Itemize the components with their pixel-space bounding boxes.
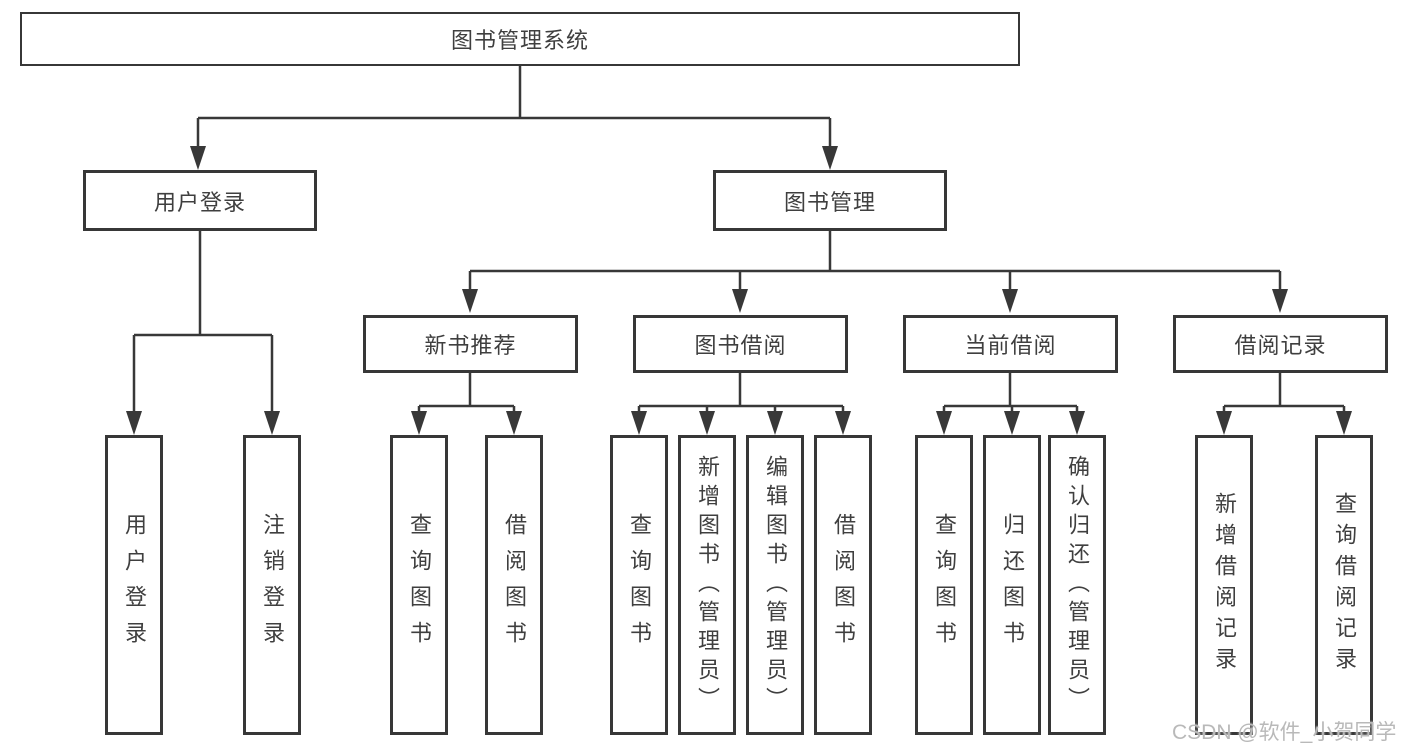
node-library-management-system: 图书管理系统 [20,12,1020,66]
node-label: 新书推荐 [424,333,517,358]
leaf-borrow-books-recommend: 借阅图书 [485,435,543,735]
leaf-query-books-current: 查询图书 [915,435,973,735]
node-current-borrow: 当前借阅 [903,315,1118,373]
leaf-query-books-borrow: 查询图书 [610,435,668,735]
leaf-add-books-admin: 新增图书（管理员） [678,435,736,735]
node-new-book-recommend: 新书推荐 [363,315,578,373]
node-label: 图书借阅 [694,333,787,358]
leaf-label: 注销登录 [260,513,285,657]
leaf-query-books-recommend: 查询图书 [390,435,448,735]
leaf-edit-books-admin: 编辑图书（管理员） [746,435,804,735]
arrowheads [126,146,1352,435]
leaf-label: 用户登录 [122,513,147,657]
leaf-add-borrow-record: 新增借阅记录 [1195,435,1253,735]
leaf-return-books: 归还图书 [983,435,1041,735]
leaf-label: 查询图书 [407,513,432,657]
leaf-label: 新增借阅记录 [1212,492,1237,678]
node-book-management: 图书管理 [713,170,947,231]
node-label: 图书管理系统 [450,28,589,53]
leaf-query-borrow-record: 查询借阅记录 [1315,435,1373,735]
node-label: 图书管理 [783,189,876,215]
leaf-label: 借阅图书 [502,513,527,657]
leaf-label: 借阅图书 [831,513,856,657]
leaf-label: 编辑图书（管理员） [763,454,788,716]
node-borrow-records: 借阅记录 [1173,315,1388,373]
node-label: 用户登录 [153,189,246,215]
node-user-login: 用户登录 [83,170,317,231]
leaf-label: 查询图书 [932,513,957,657]
leaf-label: 查询图书 [627,513,652,657]
node-label: 借阅记录 [1234,333,1327,358]
node-book-borrow: 图书借阅 [633,315,848,373]
leaf-user-login: 用户登录 [105,435,163,735]
leaf-confirm-return-admin: 确认归还（管理员） [1048,435,1106,735]
leaf-borrow-books: 借阅图书 [814,435,872,735]
node-label: 当前借阅 [964,333,1057,358]
leaf-logout: 注销登录 [243,435,301,735]
leaf-label: 新增图书（管理员） [695,454,720,716]
leaf-label: 归还图书 [1000,513,1025,657]
leaf-label: 查询借阅记录 [1332,492,1357,678]
leaf-label: 确认归还（管理员） [1065,454,1090,716]
csdn-watermark: CSDN @软件_小贺同学 [1172,721,1397,744]
